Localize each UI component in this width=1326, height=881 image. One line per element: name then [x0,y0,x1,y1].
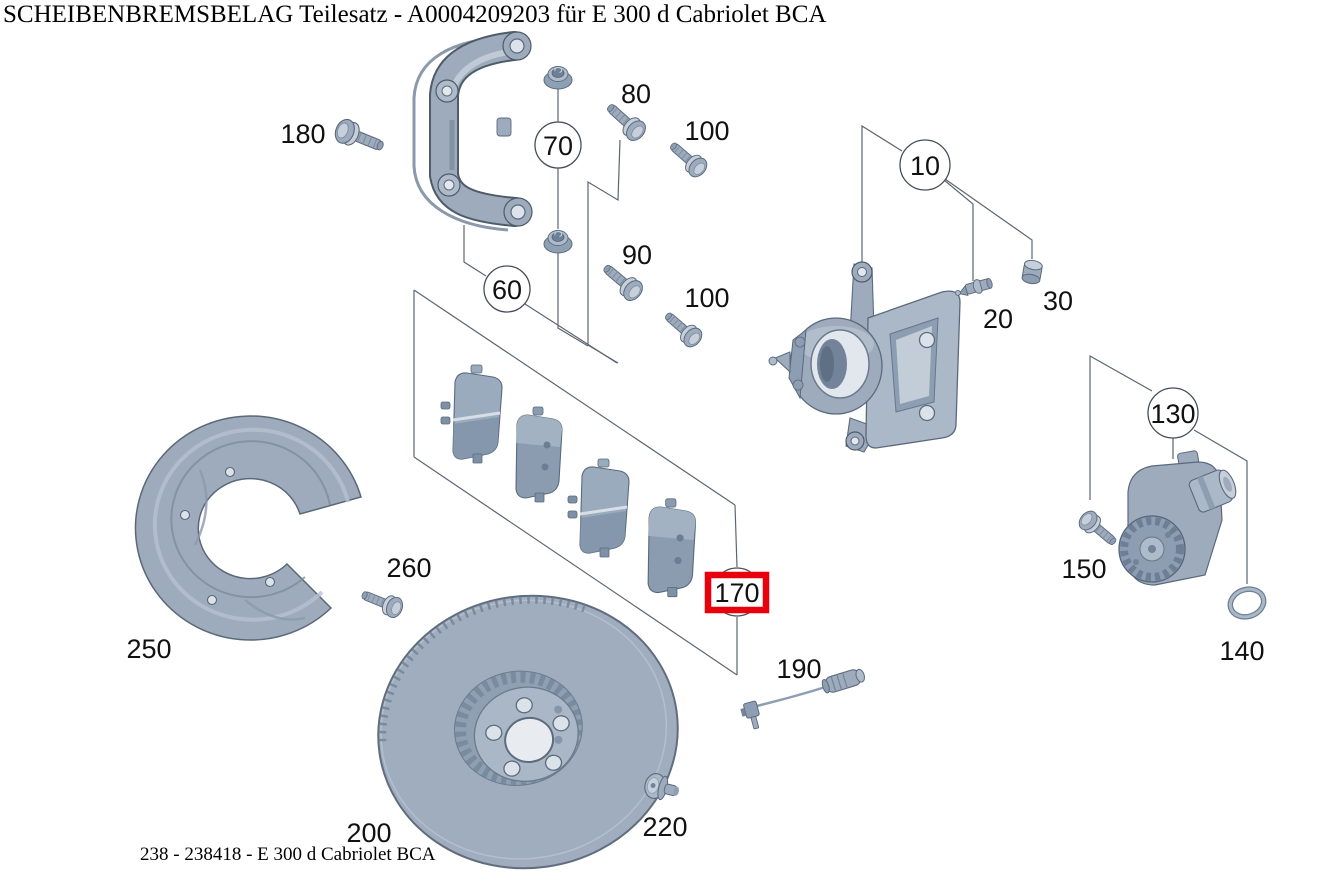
part-label-150[interactable]: 150 [1061,554,1106,584]
part-disc-retaining-screw [644,773,680,801]
part-label-260[interactable]: 260 [386,553,431,583]
callout-60[interactable]: 60 [483,265,531,313]
mounting-hole [509,38,525,54]
callout-60-label[interactable]: 60 [492,275,522,305]
part-nut-70b [543,230,573,254]
part-o-ring-seal [1227,586,1267,620]
part-label-100b[interactable]: 100 [684,283,729,313]
part-brake-pad-set [439,363,697,598]
part-brake-disc [377,594,679,870]
disc-serrated-rim [379,596,586,742]
brake-pad-3 [566,457,631,559]
part-nut-70a [543,66,573,90]
part-parking-brake-actuator [1118,450,1237,586]
brake-pad-4 [647,498,697,598]
callout-lines [413,86,1248,676]
part-label-20[interactable]: 20 [983,304,1013,334]
callout-10-label[interactable]: 10 [910,151,940,181]
brake-pad-1 [439,363,504,465]
part-brake-splash-shield [134,415,362,641]
part-label-100a[interactable]: 100 [684,116,729,146]
page-title: SCHEIBENBREMSBELAG Teilesatz - A00042092… [3,1,827,28]
callout-70[interactable]: 70 [534,121,582,169]
callout-10[interactable]: 10 [899,139,951,191]
part-wear-sensor [740,668,865,730]
part-label-140[interactable]: 140 [1219,636,1264,666]
brake-pad-2 [515,406,563,503]
part-dust-cap [1021,259,1043,285]
part-label-30[interactable]: 30 [1043,286,1073,316]
part-label-250[interactable]: 250 [126,634,171,664]
part-label-80[interactable]: 80 [621,79,651,109]
part-brake-caliper [768,261,961,453]
callout-130[interactable]: 130 [1147,387,1199,439]
part-label-190[interactable]: 190 [776,654,821,684]
part-brake-pad-carrier [412,31,533,232]
part-bleeder-valve [955,277,993,296]
caliper-bolt-hole [918,331,936,349]
actuator-gear [1120,517,1184,581]
callout-70-label[interactable]: 70 [543,131,573,161]
callout-170-highlighted[interactable]: 170 [704,567,770,617]
part-label-220[interactable]: 220 [642,812,687,842]
disc-center-bore [504,716,555,763]
part-bolt-260 [357,584,406,621]
caliper-bolt-hole [918,404,936,422]
part-bolt-180 [331,115,388,159]
part-bolt-100b [659,306,706,351]
part-bolt-150 [1075,507,1122,552]
callout-130-label[interactable]: 130 [1150,399,1195,429]
part-label-200[interactable]: 200 [346,818,391,848]
callout-170-label[interactable]: 170 [714,578,759,608]
part-label-90[interactable]: 90 [622,240,652,270]
diagram-caption: 238 - 238418 - E 300 d Cabriolet BCA [140,844,436,865]
part-label-180[interactable]: 180 [280,119,325,149]
highlight-box [704,571,770,614]
mounting-hole [510,204,526,220]
